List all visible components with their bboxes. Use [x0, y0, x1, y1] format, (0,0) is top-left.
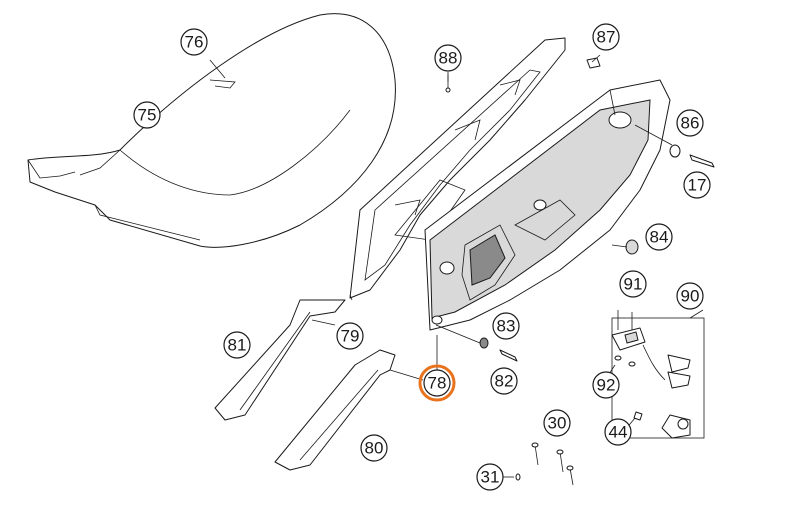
callout-92-label: 92 — [597, 376, 616, 395]
callout-31[interactable]: 31 — [476, 463, 504, 491]
callout-86-label: 86 — [681, 114, 700, 133]
gasket-80[interactable] — [274, 349, 396, 471]
bolts-30[interactable] — [531, 442, 574, 486]
leader-lines — [209, 54, 704, 478]
callout-76[interactable]: 76 — [180, 28, 208, 56]
callout-87-label: 87 — [597, 28, 616, 47]
callout-84[interactable]: 84 — [645, 223, 673, 251]
callout-84-label: 84 — [650, 228, 669, 247]
callout-82-label: 82 — [495, 372, 514, 391]
callout-78-label: 78 — [428, 374, 447, 393]
bolt-82[interactable] — [499, 349, 518, 362]
callout-81-label: 81 — [228, 336, 247, 355]
callout-75-label: 75 — [138, 106, 157, 125]
callout-86[interactable]: 86 — [676, 109, 704, 137]
callout-76-label: 76 — [185, 33, 204, 52]
side-cover[interactable] — [424, 79, 671, 331]
callout-31-label: 31 — [481, 468, 500, 487]
callout-30-label: 30 — [548, 414, 567, 433]
callout-44-label: 44 — [609, 423, 628, 442]
callout-82[interactable]: 82 — [490, 367, 518, 395]
callout-75[interactable]: 75 — [133, 101, 161, 129]
callout-44[interactable]: 44 — [604, 418, 632, 446]
callout-88[interactable]: 88 — [434, 44, 462, 72]
callout-87[interactable]: 87 — [592, 23, 620, 51]
callout-90[interactable]: 90 — [676, 282, 704, 310]
callout-91-label: 91 — [624, 275, 643, 294]
grommet-84[interactable] — [625, 239, 639, 255]
callout-91[interactable]: 91 — [619, 270, 647, 298]
callout-81[interactable]: 81 — [223, 331, 251, 359]
gasket-81[interactable] — [214, 299, 346, 421]
callout-92[interactable]: 92 — [592, 371, 620, 399]
washer-83[interactable] — [479, 337, 489, 349]
callout-90-label: 90 — [681, 287, 700, 306]
pin-17[interactable] — [689, 154, 715, 168]
side-panel-frame[interactable] — [349, 37, 566, 299]
callout-83-label: 83 — [497, 317, 516, 336]
callout-17[interactable]: 17 — [683, 171, 711, 199]
callout-17-label: 17 — [688, 176, 707, 195]
callout-30[interactable]: 30 — [543, 409, 571, 437]
seat[interactable] — [27, 13, 396, 248]
callout-80[interactable]: 80 — [360, 434, 388, 462]
bushing-86[interactable] — [669, 144, 681, 158]
ignition-lock-assembly[interactable] — [611, 310, 705, 439]
screw-31[interactable] — [515, 473, 521, 481]
callout-83[interactable]: 83 — [492, 312, 520, 340]
highlight-ring — [418, 364, 456, 402]
callout-79[interactable]: 79 — [336, 322, 364, 350]
clip-87[interactable] — [586, 57, 601, 69]
callout-78[interactable]: 78 — [418, 364, 456, 402]
callout-79-label: 79 — [341, 327, 360, 346]
callout-88-label: 88 — [439, 49, 458, 68]
callout-80-label: 80 — [365, 439, 384, 458]
